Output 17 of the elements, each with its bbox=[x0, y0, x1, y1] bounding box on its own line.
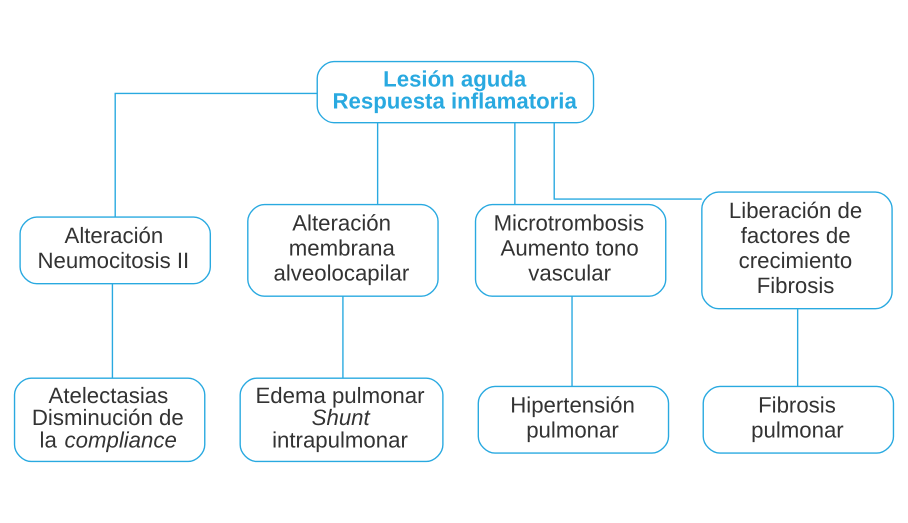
connector bbox=[114, 92, 318, 217]
connector bbox=[514, 123, 516, 204]
connector bbox=[342, 296, 344, 378]
node-box: Lesión aguda Respuesta inflamatoria bbox=[316, 60, 594, 124]
node-box: Atelectasias Disminución de la compliance bbox=[14, 377, 206, 462]
node-box: Alteración Neumocitosis II bbox=[19, 216, 211, 284]
node-box: Microtrombosis Aumento tono vascular bbox=[474, 204, 666, 297]
connector bbox=[796, 309, 798, 386]
connector bbox=[571, 296, 573, 386]
node-box: Liberación de factores de crecimiento Fibrosis bbox=[701, 191, 893, 310]
node-box: Edema pulmonar Shunt intrapulmonar bbox=[239, 377, 444, 462]
connector bbox=[112, 284, 114, 378]
node-box: Hipertensión pulmonar bbox=[478, 386, 670, 454]
connector bbox=[376, 123, 378, 204]
connector bbox=[554, 123, 702, 200]
node-box: Fibrosis pulmonar bbox=[702, 386, 894, 454]
node-box: Alteración membrana alveolocapilar bbox=[247, 204, 439, 297]
